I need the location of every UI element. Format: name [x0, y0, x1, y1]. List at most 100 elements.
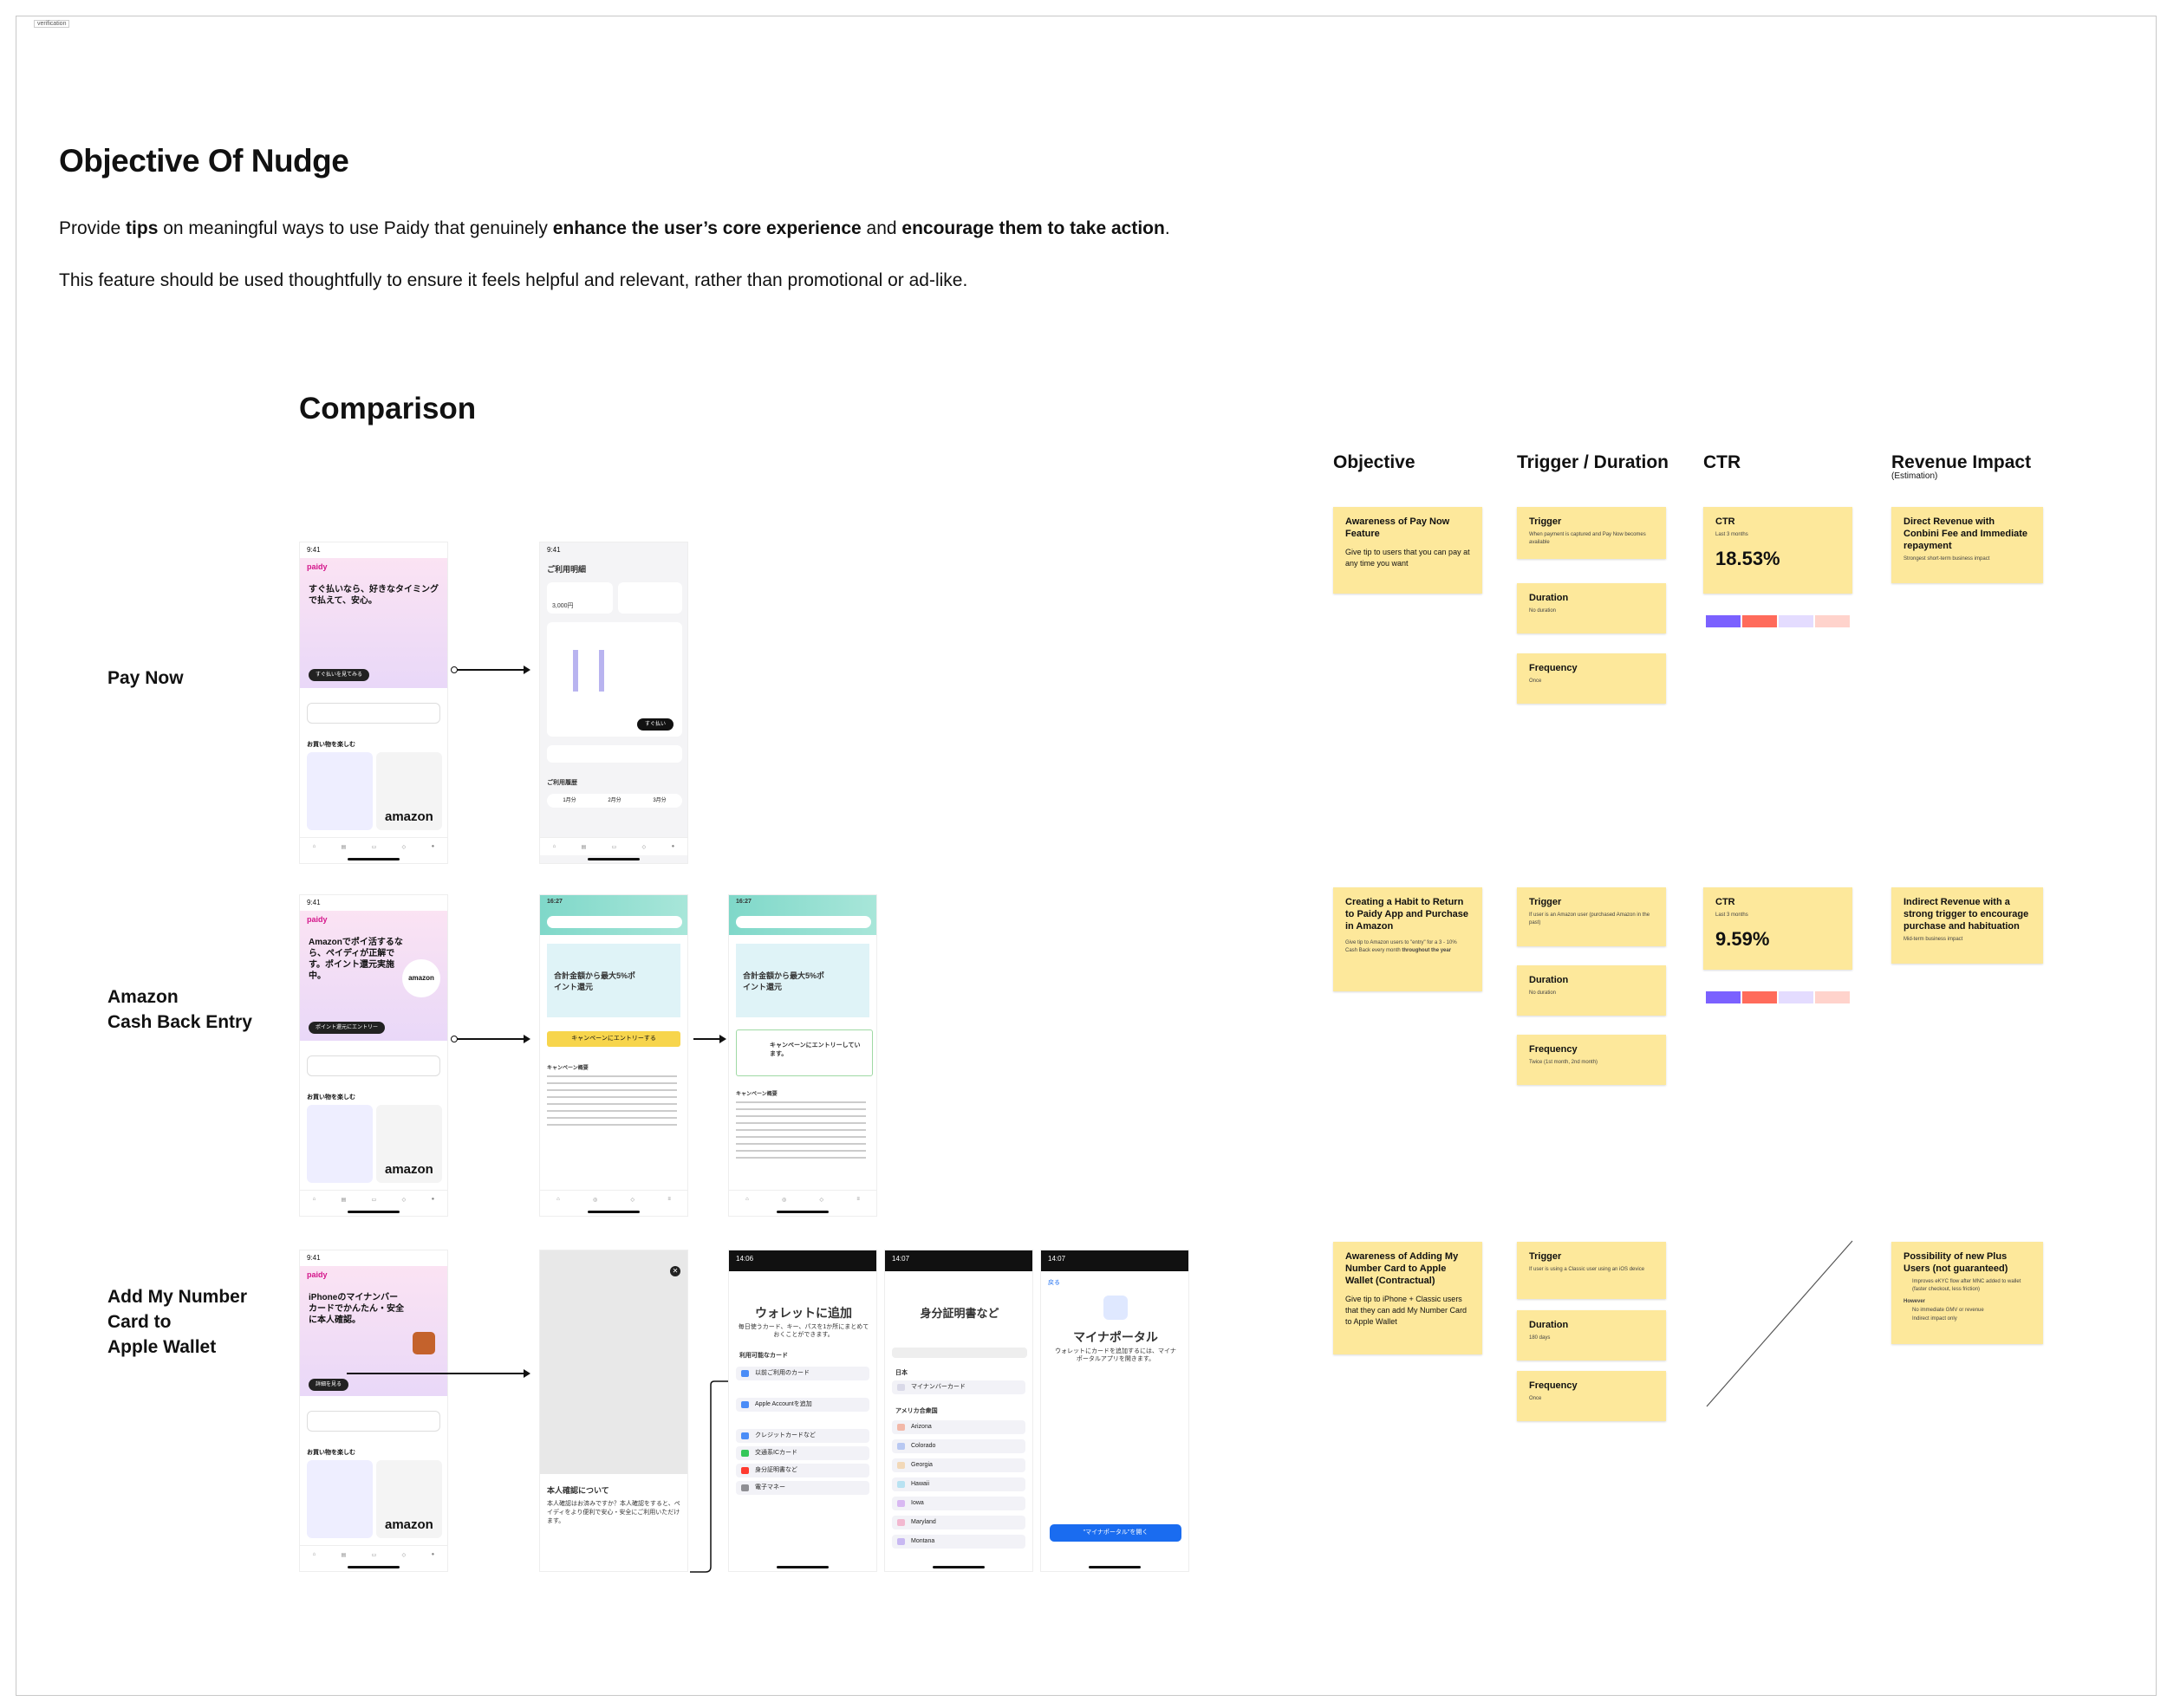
home-indicator	[777, 1566, 829, 1568]
id-row-mynumber[interactable]: マイナンバーカード	[892, 1380, 1025, 1394]
page-title: Objective Of Nudge	[59, 143, 349, 179]
shop-tile-iphone[interactable]	[307, 1460, 373, 1538]
details-row[interactable]	[547, 745, 682, 763]
state-row[interactable]: Arizona	[892, 1420, 1025, 1434]
shop-tile-iphone[interactable]	[307, 752, 373, 830]
state-row[interactable]: Montana	[892, 1535, 1025, 1549]
paidy-logo: paidy	[307, 562, 328, 571]
sticky-revenue-paynow: Direct Revenue with Conbini Fee and Imme…	[1891, 507, 2043, 583]
state-row[interactable]: Maryland	[892, 1516, 1025, 1529]
hero-paynow[interactable]: paidy すぐ払いなら、好きなタイミングで払えて、安心。 すぐ払いを見てみる	[300, 558, 447, 688]
hero-heading: すぐ払いなら、好きなタイミングで払えて、安心。	[309, 585, 439, 606]
id-title: 身分証明書など	[920, 1307, 999, 1320]
col-trigger: Trigger / Duration	[1517, 452, 1669, 472]
back-link[interactable]: 戻る	[1048, 1280, 1060, 1286]
payment-card[interactable]	[307, 703, 440, 724]
campaign-overview-title: キャンペーン概要	[736, 1092, 778, 1097]
mnc-details-button[interactable]: 詳細を見る	[309, 1379, 349, 1391]
tab-bar[interactable]: ⌂▤▭◇●	[300, 1190, 447, 1208]
wallet-row-emoney[interactable]: 電子マネー	[736, 1481, 869, 1495]
paynow-button[interactable]: すぐ払い	[637, 718, 674, 731]
amazon-entry-cta-button[interactable]: ポイント還元にエントリー	[309, 1022, 386, 1034]
campaign-text	[736, 1101, 866, 1162]
shop-tile-iphone[interactable]	[307, 1105, 373, 1183]
payment-card[interactable]	[307, 1055, 440, 1076]
sticky-duration-paynow: Duration No duration	[1517, 583, 1666, 633]
payment-card[interactable]	[307, 1411, 440, 1432]
state-row[interactable]: Hawaii	[892, 1477, 1025, 1491]
tab-bar[interactable]: ⌂▤▭◇●	[300, 837, 447, 855]
history-title: ご利用履歴	[547, 780, 577, 786]
sticky-objective-paynow: Awareness of Pay Now Feature Give tip to…	[1333, 507, 1482, 594]
entered-card: キャンペーンにエントリーしています。	[736, 1029, 873, 1076]
flow-arrow	[451, 1035, 530, 1043]
search-input[interactable]	[736, 916, 871, 928]
state-row[interactable]: Georgia	[892, 1458, 1025, 1472]
usage-amount-card[interactable]	[547, 582, 613, 614]
shop-title: お買い物を楽しむ	[307, 742, 355, 748]
wallet-row-id[interactable]: 身分証明書など	[736, 1464, 869, 1477]
comparison-title: Comparison	[299, 392, 477, 425]
row-label-pay-now: Pay Now	[107, 668, 184, 688]
search-header	[540, 895, 687, 935]
month-tabs[interactable]: 1月分 2月分 3月分	[547, 794, 682, 808]
phone-home-paynow: 9:41 paidy すぐ払いなら、好きなタイミングで払えて、安心。 すぐ払いを…	[299, 542, 448, 864]
wallet-row-transit[interactable]: 交通系ICカード	[736, 1446, 869, 1460]
status-time: 14:06	[729, 1250, 876, 1271]
paidy-logo: paidy	[307, 1270, 328, 1279]
tab-month-2[interactable]: 2月分	[608, 798, 621, 803]
paynow-cta-button[interactable]: すぐ払いを見てみる	[309, 669, 370, 681]
shop-tile-amazon[interactable]	[376, 1105, 442, 1183]
close-icon[interactable]: ✕	[670, 1266, 680, 1276]
sticky-trigger-paynow: Trigger When payment is captured and Pay…	[1517, 507, 1666, 559]
hero-heading: Amazonでポイ活するなら、ペイディが正解です。ポイント還元実施中。	[309, 938, 403, 981]
wallet-row-credit[interactable]: クレジットカードなど	[736, 1429, 869, 1443]
tab-bar[interactable]: ⌂▤▭◇●	[300, 1545, 447, 1563]
apple-pay-card[interactable]	[618, 582, 682, 614]
sticky-revenue-amazon: Indirect Revenue with a strong trigger t…	[1891, 887, 2043, 964]
tab-month-1[interactable]: 1月分	[563, 798, 576, 803]
portal-title: マイナポータル	[1073, 1330, 1158, 1344]
search-input[interactable]	[892, 1348, 1027, 1358]
tab-bar[interactable]: ⌂◎◇≡	[540, 1190, 687, 1208]
intro-line-1: Provide tips on meaningful ways to use P…	[59, 218, 1170, 238]
col-objective: Objective	[1333, 452, 1415, 472]
phone-home-mnc: 9:41 paidy iPhoneのマイナンバーカードでかんたん・安全に本人確認…	[299, 1250, 448, 1572]
usage-amount: 3,000円	[552, 603, 574, 609]
tab-bar[interactable]: ⌂◎◇≡	[729, 1190, 876, 1208]
campaign-banner: 合計金額から最大5%ポイント還元	[547, 944, 680, 1017]
campaign-heading: 合計金額から最大5%ポイント還元	[743, 971, 825, 991]
hero-amazon[interactable]: paidy Amazonでポイ活するなら、ペイディが正解です。ポイント還元実施中…	[300, 911, 447, 1041]
home-indicator	[1089, 1566, 1141, 1568]
shop-tile-amazon[interactable]	[376, 1460, 442, 1538]
home-indicator	[348, 858, 400, 860]
state-row[interactable]: Colorado	[892, 1439, 1025, 1453]
phone-myna-portal: 14:07 戻る マイナポータル ウォレットにカードを追加するには、マイナポータ…	[1040, 1250, 1189, 1572]
wallet-title: ウォレットに追加	[755, 1306, 852, 1320]
amazon-logo: amazon	[385, 809, 433, 824]
section-us: アメリカ合衆国	[895, 1408, 938, 1414]
wallet-subtitle: 毎日使うカード、キー、パスを1か所にまとめておくことができます。	[738, 1324, 869, 1338]
sticky-duration-amazon: Duration No duration	[1517, 965, 1666, 1016]
wallet-row-previous[interactable]: 以前ご利用のカード	[736, 1367, 869, 1380]
state-row[interactable]: Iowa	[892, 1497, 1025, 1510]
open-myna-portal-button[interactable]: "マイナポータル"を開く	[1050, 1524, 1181, 1542]
tab-bar[interactable]: ⌂▤▭◇●	[540, 837, 687, 855]
campaign-entry-button[interactable]: キャンペーンにエントリーする	[547, 1031, 680, 1047]
sticky-frequency-amazon: Frequency Twice (1st month, 2nd month)	[1517, 1035, 1666, 1085]
sticky-trigger-mnc: Trigger If user is using a Classic user …	[1517, 1242, 1666, 1299]
sticky-objective-amazon: Creating a Habit to Return to Paidy App …	[1333, 887, 1482, 991]
phone-campaign-entered: 16:27 合計金額から最大5%ポイント還元 キャンペーンにエントリーしています…	[728, 894, 877, 1217]
wallet-row-apple-account[interactable]: Apple Accountを追加	[736, 1398, 869, 1412]
status-time: 9:41	[307, 899, 321, 906]
entered-text: キャンペーンにエントリーしています。	[770, 1042, 861, 1057]
tab-month-3[interactable]: 3月分	[653, 798, 667, 803]
search-input[interactable]	[547, 916, 682, 928]
usage-bar-2	[599, 650, 604, 692]
campaign-text	[547, 1075, 677, 1127]
shop-tile-amazon[interactable]	[376, 752, 442, 830]
col-ctr: CTR	[1703, 452, 1741, 472]
status-time: 9:41	[307, 1254, 321, 1262]
hero-mnc[interactable]: paidy iPhoneのマイナンバーカードでかんたん・安全に本人確認。 詳細を…	[300, 1266, 447, 1396]
